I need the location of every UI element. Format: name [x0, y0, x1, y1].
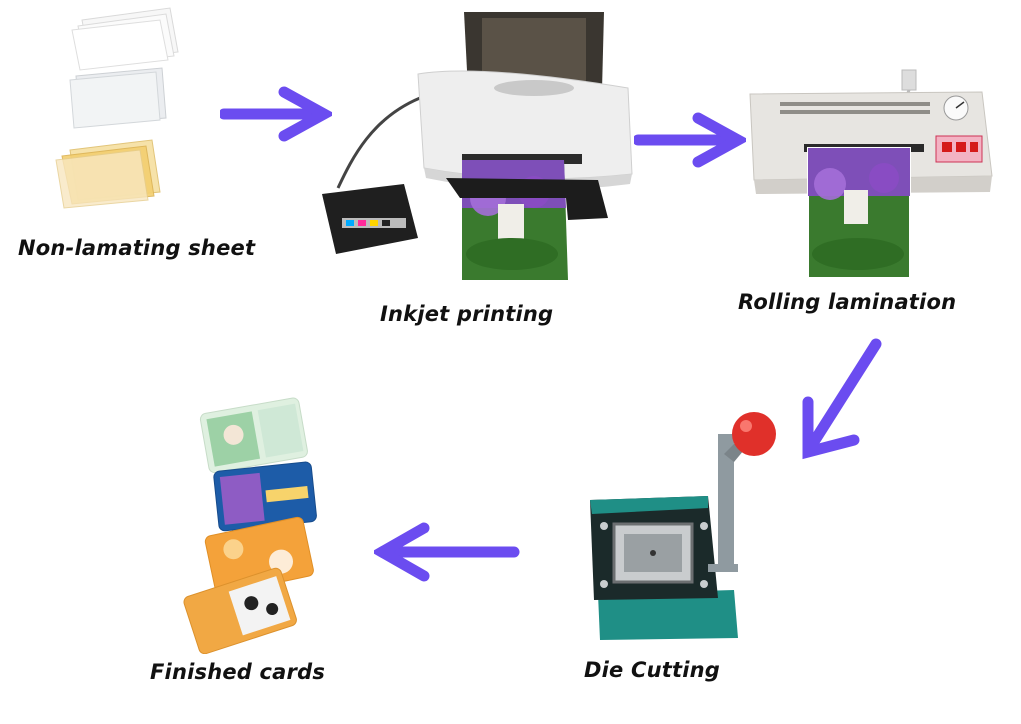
label-print: Inkjet printing	[380, 302, 554, 326]
label-laminate: Rolling lamination	[738, 290, 957, 314]
label-cut: Die Cutting	[584, 658, 721, 682]
node-print	[312, 8, 644, 283]
label-cards: Finished cards	[150, 660, 326, 684]
arrow-laminate-to-cut	[796, 336, 886, 462]
arrow-right-icon	[634, 112, 746, 168]
arrow-cut-to-cards	[374, 522, 520, 582]
arrow-left-icon	[374, 522, 520, 582]
arrow-sheet-to-print	[220, 86, 332, 142]
die-cutter-machine-icon	[590, 412, 776, 640]
arrow-down-left-icon	[802, 338, 882, 460]
node-sheet	[50, 0, 200, 215]
arrow-right-icon	[220, 86, 332, 142]
arrow-print-to-laminate	[634, 112, 746, 168]
node-cards	[180, 396, 320, 654]
node-laminate	[744, 64, 998, 284]
card-fan-icon	[183, 397, 317, 654]
laminator-machine-icon	[749, 69, 993, 279]
inkjet-printer-icon	[322, 12, 633, 280]
label-sheet: Non-lamating sheet	[18, 236, 256, 260]
node-cut	[584, 404, 794, 644]
stacked-sheets-icon	[55, 7, 179, 209]
